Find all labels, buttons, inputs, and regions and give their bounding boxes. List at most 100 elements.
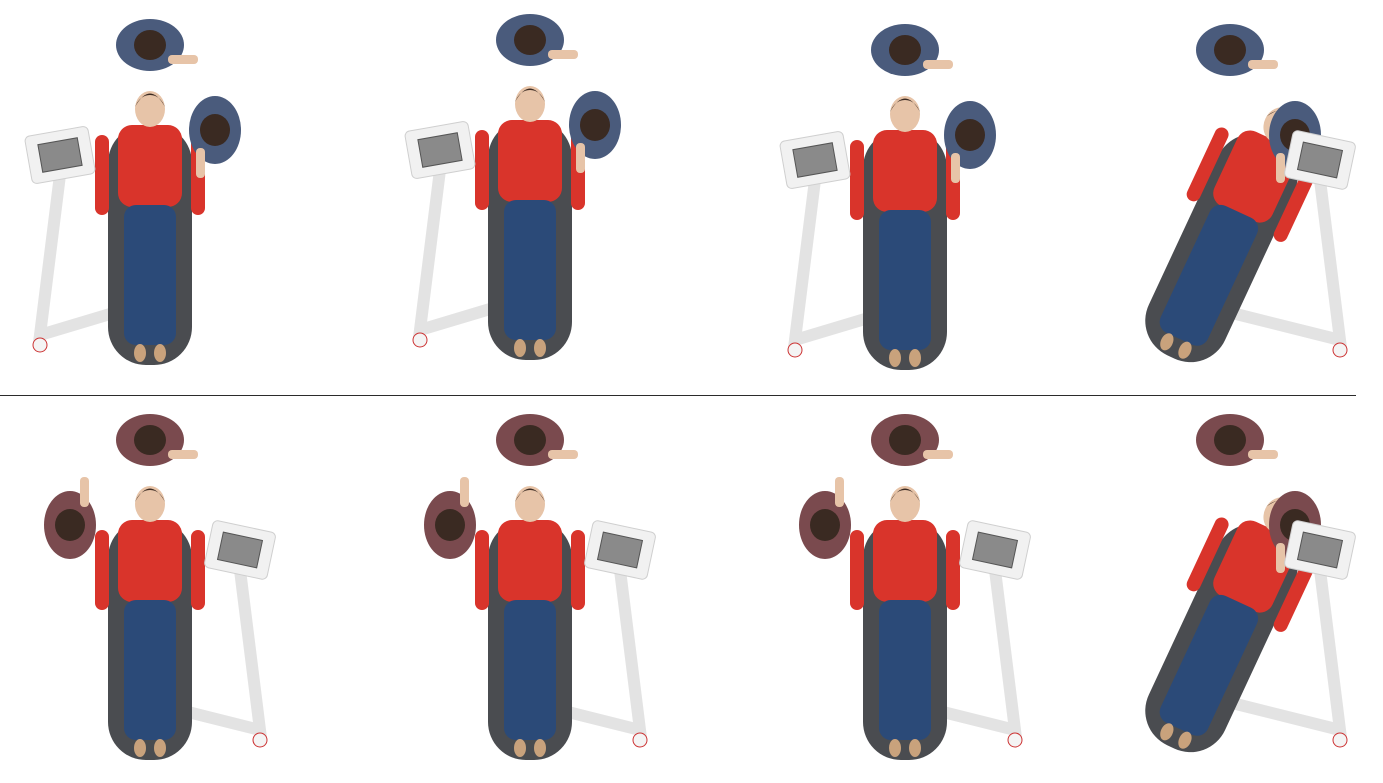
- person-head: [810, 509, 840, 541]
- patient-foot: [154, 739, 166, 757]
- person-head: [889, 35, 921, 65]
- patient-jeans: [879, 600, 931, 740]
- patient-left-arm: [850, 530, 864, 610]
- patient-foot: [534, 339, 546, 357]
- patient-group: [850, 96, 960, 370]
- person-arm: [548, 450, 578, 459]
- dentist: [116, 19, 198, 71]
- patient-group: [475, 486, 585, 760]
- operatory: [44, 414, 276, 760]
- patient-foot: [909, 349, 921, 367]
- patient-foot: [909, 739, 921, 757]
- patient-top: [873, 520, 937, 602]
- patient-jeans: [124, 205, 176, 345]
- patient-jeans: [504, 600, 556, 740]
- patient-left-arm: [475, 130, 489, 210]
- equipment-base-light: [633, 733, 647, 747]
- person-arm: [168, 450, 198, 459]
- person-arm: [80, 477, 89, 507]
- patient-face: [890, 96, 920, 132]
- person-head: [514, 425, 546, 455]
- instrument-unit: [584, 520, 657, 580]
- dentist: [496, 414, 578, 466]
- equipment-base-light: [788, 343, 802, 357]
- assistant: [799, 477, 851, 559]
- patient-left-arm: [850, 140, 864, 220]
- patient-face: [515, 486, 545, 522]
- person-arm: [1276, 543, 1285, 573]
- patient-face: [135, 486, 165, 522]
- assistant: [44, 477, 96, 559]
- patient-foot: [134, 344, 146, 362]
- patient-foot: [889, 739, 901, 757]
- person-arm: [196, 148, 205, 178]
- operatory: [779, 24, 996, 370]
- patient-jeans: [879, 210, 931, 350]
- equipment-base-light: [33, 338, 47, 352]
- person-head: [514, 25, 546, 55]
- row-divider: [0, 395, 1356, 396]
- patient-right-arm: [571, 530, 585, 610]
- patient-foot: [134, 739, 146, 757]
- instrument-unit: [959, 520, 1032, 580]
- equipment-base-light: [413, 333, 427, 347]
- scene-row2-col3: [755, 400, 1055, 780]
- person-arm: [1276, 153, 1285, 183]
- instrument-unit: [779, 131, 850, 189]
- patient-left-arm: [95, 530, 109, 610]
- dentist: [871, 414, 953, 466]
- patient-top: [873, 130, 937, 212]
- person-arm: [951, 153, 960, 183]
- equipment-base-light: [1333, 343, 1347, 357]
- patient-group: [850, 486, 960, 760]
- operatory: [24, 19, 241, 365]
- patient-right-arm: [191, 530, 205, 610]
- patient-foot: [889, 349, 901, 367]
- person-head: [134, 30, 166, 60]
- person-arm: [1248, 60, 1278, 69]
- person-head: [889, 425, 921, 455]
- patient-group: [95, 91, 205, 365]
- person-arm: [923, 60, 953, 69]
- dentist: [1196, 24, 1278, 76]
- assistant: [569, 91, 621, 173]
- person-head: [55, 509, 85, 541]
- patient-top: [118, 520, 182, 602]
- person-arm: [460, 477, 469, 507]
- patient-right-arm: [946, 530, 960, 610]
- operatory: [424, 414, 656, 760]
- patient-foot: [514, 739, 526, 757]
- equipment-base-light: [1008, 733, 1022, 747]
- dentist: [871, 24, 953, 76]
- scene-row1-col2: [380, 0, 680, 380]
- person-arm: [168, 55, 198, 64]
- scene-row1-col3: [755, 10, 1055, 390]
- assistant: [424, 477, 476, 559]
- patient-group: [95, 486, 205, 760]
- patient-jeans: [504, 200, 556, 340]
- patient-top: [118, 125, 182, 207]
- scene-row1-col1: [0, 5, 300, 385]
- operatory: [404, 14, 621, 360]
- scene-row2-col1: [0, 400, 300, 780]
- instrument-unit: [24, 126, 95, 184]
- person-head: [1214, 425, 1246, 455]
- patient-top: [498, 120, 562, 202]
- dentist: [116, 414, 198, 466]
- patient-face: [135, 91, 165, 127]
- patient-foot: [514, 339, 526, 357]
- patient-left-arm: [95, 135, 109, 215]
- equipment-base-light: [1333, 733, 1347, 747]
- person-head: [1214, 35, 1246, 65]
- person-head: [200, 114, 230, 146]
- patient-jeans: [124, 600, 176, 740]
- scene-row2-col4: [1080, 400, 1380, 780]
- scene-row2-col2: [380, 400, 680, 780]
- person-head: [134, 425, 166, 455]
- equipment-base-light: [253, 733, 267, 747]
- operatory: [1121, 24, 1356, 380]
- patient-top: [498, 520, 562, 602]
- scene-row1-col4: [1080, 10, 1380, 390]
- assistant: [944, 101, 996, 183]
- person-arm: [576, 143, 585, 173]
